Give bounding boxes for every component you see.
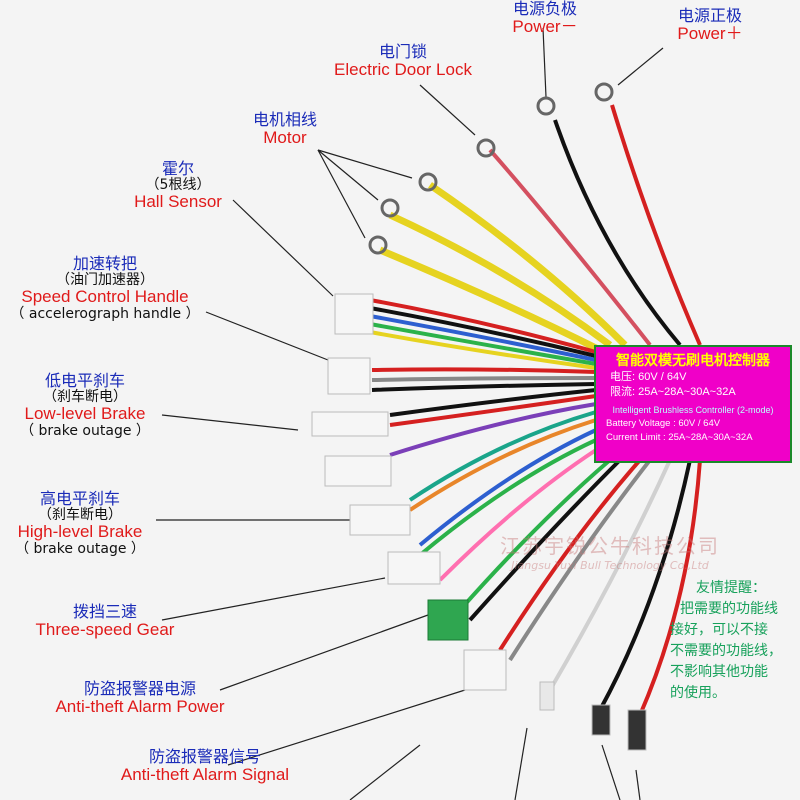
wire-bundle — [369, 104, 702, 716]
note-title: 友情提醒： — [696, 580, 766, 596]
door-lock-en: Electric Door Lock — [334, 59, 472, 79]
label-power-negative: 电源负极 Power－ — [500, 0, 590, 36]
power-negative-zh: 电源负极 — [512, 0, 577, 18]
high-brake-en: High-level Brake — [17, 521, 143, 541]
high-brake-zh: 高电平刹车 — [39, 489, 120, 508]
alarm-power-zh: 防盗报警器电源 — [83, 679, 196, 698]
gear-en: Three-speed Gear — [35, 619, 175, 639]
high-brake-sub2: （ brake outage ） — [15, 540, 145, 557]
label-anti-theft-alarm-signal: 防盗报警器信号 Anti-theft Alarm Signal — [100, 748, 310, 784]
controller-voltage-zh: 电压: 60V / 64V — [610, 371, 687, 383]
motor-en: Motor — [263, 127, 307, 147]
note-line: 接好，可以不接 — [670, 622, 768, 638]
label-low-level-brake: 低电平刹车 （刹车断电） Low-level Brake （ brake out… — [10, 372, 160, 439]
hall-en: Hall Sensor — [134, 191, 222, 211]
speed-en: Speed Control Handle — [21, 286, 189, 306]
speed-sub2: （ accelerograph handle ） — [10, 305, 200, 322]
friendly-reminder-note: 友情提醒： 把需要的功能线 接好，可以不接 不需要的功能线， 不影响其他功能 的… — [670, 578, 782, 704]
controller-voltage-en: Battery Voltage : 60V / 64V — [606, 418, 721, 429]
speed-zh: 加速转把 — [72, 254, 137, 273]
label-motor: 电机相线 Motor — [240, 111, 330, 147]
watermark-zh: 江苏宇锐公牛科技公司 — [500, 534, 720, 558]
label-anti-theft-alarm-power: 防盗报警器电源 Anti-theft Alarm Power — [35, 680, 245, 716]
connectors — [311, 293, 647, 751]
ring-terminals — [368, 82, 614, 255]
alarm-power-en: Anti-theft Alarm Power — [55, 696, 225, 716]
label-high-level-brake: 高电平刹车 （刹车断电） High-level Brake （ brake ou… — [5, 490, 155, 557]
motor-zh: 电机相线 — [252, 110, 317, 129]
gear-zh: 拨挡三速 — [72, 602, 137, 621]
note-line: 不影响其他功能 — [670, 664, 768, 680]
power-positive-en: Power＋ — [677, 23, 743, 43]
controller-current-zh: 限流: 25A~28A~30A~32A — [610, 386, 736, 398]
speed-sub: （油门加速器） — [56, 271, 154, 288]
note-line: 不需要的功能线， — [670, 643, 782, 659]
controller-brand-en: Intelligent Brushless Controller (2-mode… — [612, 405, 774, 415]
note-line: 把需要的功能线 — [680, 601, 778, 617]
low-brake-sub2: （ brake outage ） — [20, 422, 150, 439]
controller-title: 智能双模无刷电机控制器 — [616, 352, 770, 368]
note-line: 的使用。 — [670, 685, 726, 701]
high-brake-sub: （刹车断电） — [38, 506, 122, 523]
low-brake-zh: 低电平刹车 — [44, 371, 125, 390]
controller-current-en: Current Limit : 25A~28A~30A~32A — [606, 432, 753, 443]
hall-zh: 霍尔 — [161, 159, 194, 178]
label-speed-control: 加速转把 （油门加速器） Speed Control Handle （ acce… — [5, 255, 205, 322]
watermark-en: Jiangsu Yuxi Bull Technology Co.,Ltd — [511, 559, 709, 572]
label-hall-sensor: 霍尔 （5根线） Hall Sensor — [118, 160, 238, 212]
low-brake-en: Low-level Brake — [24, 403, 146, 423]
watermark: 江苏宇锐公牛科技公司 Jiangsu Yuxi Bull Technology … — [500, 530, 720, 572]
power-negative-en: Power－ — [512, 16, 578, 36]
hall-sub: （5根线） — [145, 176, 211, 193]
power-positive-zh: 电源正极 — [677, 6, 742, 25]
door-lock-zh: 电门锁 — [378, 42, 427, 61]
label-power-positive: 电源正极 Power＋ — [660, 7, 760, 43]
label-electric-door-lock: 电门锁 Electric Door Lock — [318, 43, 488, 79]
low-brake-sub: （刹车断电） — [43, 388, 127, 405]
alarm-signal-en: Anti-theft Alarm Signal — [120, 764, 290, 784]
label-three-speed-gear: 拨挡三速 Three-speed Gear — [20, 603, 190, 639]
controller-label-box: 智能双模无刷电机控制器 电压: 60V / 64V 限流: 25A~28A~30… — [594, 345, 792, 463]
leader-lines — [156, 27, 664, 800]
alarm-signal-zh: 防盗报警器信号 — [148, 747, 261, 766]
